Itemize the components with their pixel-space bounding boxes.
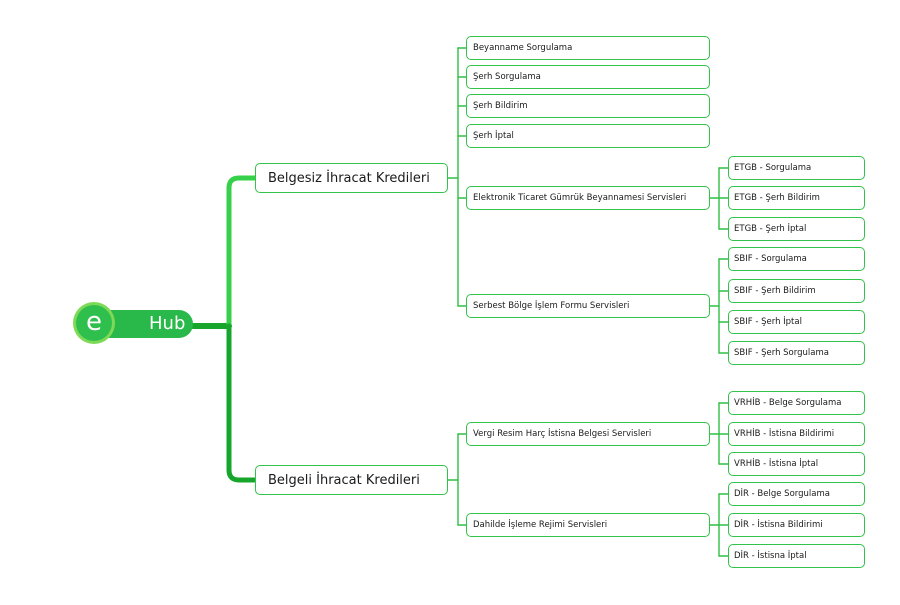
service-dir-belge-sorgulama[interactable]: DİR - Belge Sorgulama xyxy=(728,482,865,506)
subitem-vergi-resim-harc-istisna-belgesi-servisleri[interactable]: Vergi Resim Harç İstisna Belgesi Servisl… xyxy=(466,422,710,446)
subitem-serh-sorgulama-label: Şerh Sorgulama xyxy=(473,72,541,82)
service-vrhib-belge-sorgulama[interactable]: VRHİB - Belge Sorgulama xyxy=(728,391,865,415)
service-sbif-serh-iptal[interactable]: SBIF - Şerh İptal xyxy=(728,310,865,334)
subitem-elektronik-ticaret-gumruk-beyannamesi-servisleri[interactable]: Elektronik Ticaret Gümrük Beyannamesi Se… xyxy=(466,186,710,210)
trunk-upper xyxy=(226,175,258,329)
subitem-serbest-bolge-islem-formu-servisleri[interactable]: Serbest Bölge İşlem Formu Servisleri xyxy=(466,294,710,318)
service-vrhib-istisna-bildirimi[interactable]: VRHİB - İstisna Bildirimi xyxy=(728,422,865,446)
branch-belgeli-ihracat-kredileri-label: Belgeli İhracat Kredileri xyxy=(268,472,420,488)
service-dir-istisna-bildirimi[interactable]: DİR - İstisna Bildirimi xyxy=(728,513,865,537)
subitem-dahilde-isleme-rejimi-servisleri-label: Dahilde İşleme Rejimi Servisleri xyxy=(473,520,608,530)
service-etgb-serh-iptal-label: ETGB - Şerh İptal xyxy=(734,224,807,234)
service-etgb-serh-bildirim-label: ETGB - Şerh Bildirim xyxy=(734,193,820,203)
trunk-lower xyxy=(226,323,258,483)
subitem-serh-iptal-label: Şerh İptal xyxy=(473,131,514,141)
subitem-elektronik-ticaret-gumruk-beyannamesi-servisleri-label: Elektronik Ticaret Gümrük Beyannamesi Se… xyxy=(473,193,687,203)
branch-belgesiz-ihracat-kredileri[interactable]: Belgesiz İhracat Kredileri xyxy=(255,163,448,193)
service-dir-istisna-iptal[interactable]: DİR - İstisna İptal xyxy=(728,544,865,568)
ehub-logo: Hub e xyxy=(73,302,193,344)
service-dir-istisna-iptal-label: DİR - İstisna İptal xyxy=(734,551,807,561)
service-sbif-serh-sorgulama[interactable]: SBIF - Şerh Sorgulama xyxy=(728,341,865,365)
service-sbif-serh-bildirim[interactable]: SBIF - Şerh Bildirim xyxy=(728,279,865,303)
service-etgb-serh-bildirim[interactable]: ETGB - Şerh Bildirim xyxy=(728,186,865,210)
service-etgb-sorgulama[interactable]: ETGB - Sorgulama xyxy=(728,156,865,180)
service-etgb-serh-iptal[interactable]: ETGB - Şerh İptal xyxy=(728,217,865,241)
subitem-beyanname-sorgulama[interactable]: Beyanname Sorgulama xyxy=(466,36,710,60)
logo-e-icon: e xyxy=(73,302,115,344)
service-dir-belge-sorgulama-label: DİR - Belge Sorgulama xyxy=(734,489,830,499)
logo-text: Hub xyxy=(149,313,186,334)
subitem-serh-bildirim-label: Şerh Bildirim xyxy=(473,101,528,111)
logo-letter: e xyxy=(76,305,112,341)
subitem-vergi-resim-harc-istisna-belgesi-servisleri-label: Vergi Resim Harç İstisna Belgesi Servisl… xyxy=(473,429,652,439)
subitem-serh-bildirim[interactable]: Şerh Bildirim xyxy=(466,94,710,118)
subitem-dahilde-isleme-rejimi-servisleri[interactable]: Dahilde İşleme Rejimi Servisleri xyxy=(466,513,710,537)
service-dir-istisna-bildirimi-label: DİR - İstisna Bildirimi xyxy=(734,520,823,530)
branch-belgesiz-ihracat-kredileri-label: Belgesiz İhracat Kredileri xyxy=(268,170,430,186)
service-sbif-sorgulama-label: SBIF - Sorgulama xyxy=(734,254,807,264)
service-etgb-sorgulama-label: ETGB - Sorgulama xyxy=(734,163,812,173)
service-sbif-serh-bildirim-label: SBIF - Şerh Bildirim xyxy=(734,286,816,296)
service-vrhib-istisna-bildirimi-label: VRHİB - İstisna Bildirimi xyxy=(734,429,835,439)
service-sbif-sorgulama[interactable]: SBIF - Sorgulama xyxy=(728,247,865,271)
subitem-serh-iptal[interactable]: Şerh İptal xyxy=(466,124,710,148)
service-sbif-serh-iptal-label: SBIF - Şerh İptal xyxy=(734,317,802,327)
subitem-beyanname-sorgulama-label: Beyanname Sorgulama xyxy=(473,43,573,53)
branch-belgeli-ihracat-kredileri[interactable]: Belgeli İhracat Kredileri xyxy=(255,465,448,495)
subitem-serh-sorgulama[interactable]: Şerh Sorgulama xyxy=(466,65,710,89)
service-vrhib-belge-sorgulama-label: VRHİB - Belge Sorgulama xyxy=(734,398,842,408)
service-sbif-serh-sorgulama-label: SBIF - Şerh Sorgulama xyxy=(734,348,829,358)
subitem-serbest-bolge-islem-formu-servisleri-label: Serbest Bölge İşlem Formu Servisleri xyxy=(473,301,630,311)
service-vrhib-istisna-iptal-label: VRHİB - İstisna İptal xyxy=(734,459,819,469)
service-vrhib-istisna-iptal[interactable]: VRHİB - İstisna İptal xyxy=(728,452,865,476)
